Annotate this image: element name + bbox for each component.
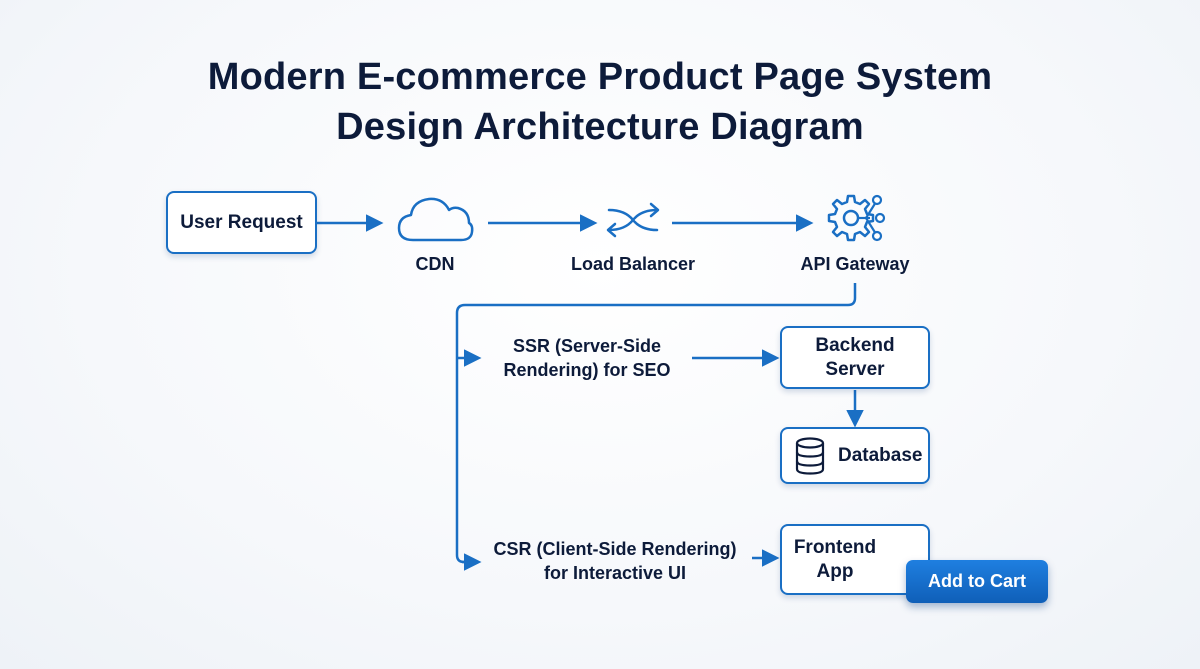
ssr-label: SSR (Server-Side Rendering) for SEO xyxy=(482,334,692,382)
database-node: Database xyxy=(780,427,930,484)
cloud-icon xyxy=(395,193,475,245)
shuffle-icon xyxy=(603,196,663,244)
frontend-label-line-2: App xyxy=(816,560,854,582)
page-title-line-1: Modern E-commerce Product Page System xyxy=(207,56,993,98)
backend-label-line-2: Server xyxy=(825,358,885,380)
add-to-cart-button[interactable]: Add to Cart xyxy=(906,560,1048,603)
user-request-node: User Request xyxy=(166,191,317,254)
database-icon xyxy=(794,436,826,475)
frontend-label-line-1: Frontend xyxy=(793,536,877,558)
ssr-label-line-2: Rendering) for SEO xyxy=(503,360,671,380)
ssr-label-line-1: SSR (Server-Side xyxy=(512,336,662,356)
user-request-label: User Request xyxy=(180,211,303,233)
load-balancer-label: Load Balancer xyxy=(570,254,696,274)
csr-label-line-2: for Interactive UI xyxy=(543,563,687,583)
backend-label-line-1: Backend xyxy=(815,334,895,356)
page-title-line-2: Design Architecture Diagram xyxy=(336,106,864,148)
csr-label-line-1: CSR (Client-Side Rendering) xyxy=(493,539,737,559)
connector-gateway-trunk xyxy=(455,283,857,564)
gear-network-icon xyxy=(826,190,886,246)
backend-server-node: Backend Server xyxy=(780,326,930,389)
cdn-label: CDN xyxy=(415,254,455,274)
frontend-app-node: Frontend App xyxy=(780,524,930,595)
csr-label: CSR (Client-Side Rendering) for Interact… xyxy=(480,537,750,585)
database-label: Database xyxy=(838,444,923,466)
api-gateway-label: API Gateway xyxy=(800,254,910,274)
